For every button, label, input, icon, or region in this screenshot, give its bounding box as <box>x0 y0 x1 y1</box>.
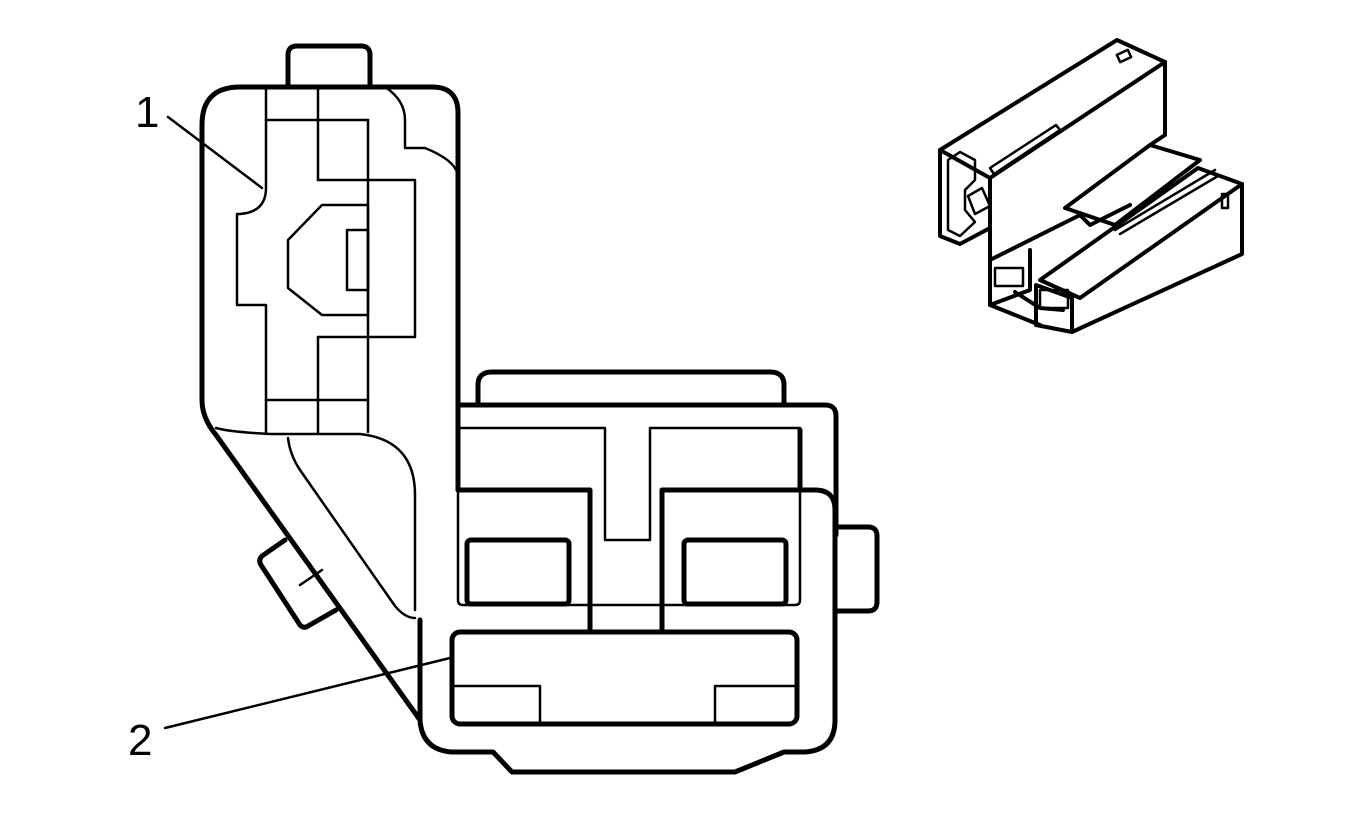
lower-body-inner-diagonal <box>286 436 417 620</box>
iso-front-right-block <box>1034 283 1074 334</box>
terminal-frame-right <box>659 487 803 633</box>
left-window-wall <box>456 488 592 607</box>
bottom-plate <box>449 629 800 727</box>
iso-latch-outline <box>946 150 977 238</box>
terminal-window-left <box>464 537 572 607</box>
latch-frame <box>316 178 417 339</box>
terminal-frame-left <box>455 487 593 633</box>
main-connector <box>199 43 880 775</box>
iso-terminal-1 <box>993 266 1025 288</box>
iso-lower-rail <box>1113 168 1220 236</box>
bottom-plate-left-foot <box>450 684 542 726</box>
iso-lower-tiny-slot <box>1220 192 1230 210</box>
side-tab-inner <box>298 568 324 587</box>
iso-upper-right-face <box>1148 60 1167 147</box>
iso-lower-top-face <box>1038 166 1244 300</box>
latch-slot <box>345 228 370 292</box>
upper-housing-outline <box>199 84 461 723</box>
iso-upper-tiny-slot <box>1115 48 1133 64</box>
lower-body-sweep <box>214 426 417 612</box>
callout-2: 2 <box>128 656 452 765</box>
top-right-notch <box>383 85 460 177</box>
bottom-plate-right-foot <box>713 684 799 726</box>
callout-label-1: 1 <box>135 88 159 137</box>
terminal-window-right <box>681 537 789 607</box>
latch-octagon <box>286 203 370 317</box>
iso-step-top <box>1063 143 1202 227</box>
leader-line-1 <box>166 115 264 190</box>
iso-left-end-face <box>938 148 992 246</box>
top-tab <box>285 43 373 90</box>
side-tab <box>257 537 339 630</box>
right-window-wall <box>660 488 802 607</box>
iso-upper-slot <box>988 123 1062 176</box>
iso-latch-inner <box>966 186 992 216</box>
block-outer-body <box>417 427 838 775</box>
callout-1: 1 <box>135 88 264 190</box>
leader-line-2 <box>163 656 452 730</box>
iso-bottom-base <box>988 290 1065 327</box>
hood-frame <box>455 402 839 538</box>
right-side-tab <box>833 524 880 614</box>
iso-front-left-block <box>988 248 1032 307</box>
inner-left-edge <box>235 85 268 434</box>
callout-label-2: 2 <box>128 716 152 765</box>
isometric-connector <box>938 38 1244 334</box>
hood-top <box>475 369 787 408</box>
inner-top-rail <box>456 426 802 542</box>
